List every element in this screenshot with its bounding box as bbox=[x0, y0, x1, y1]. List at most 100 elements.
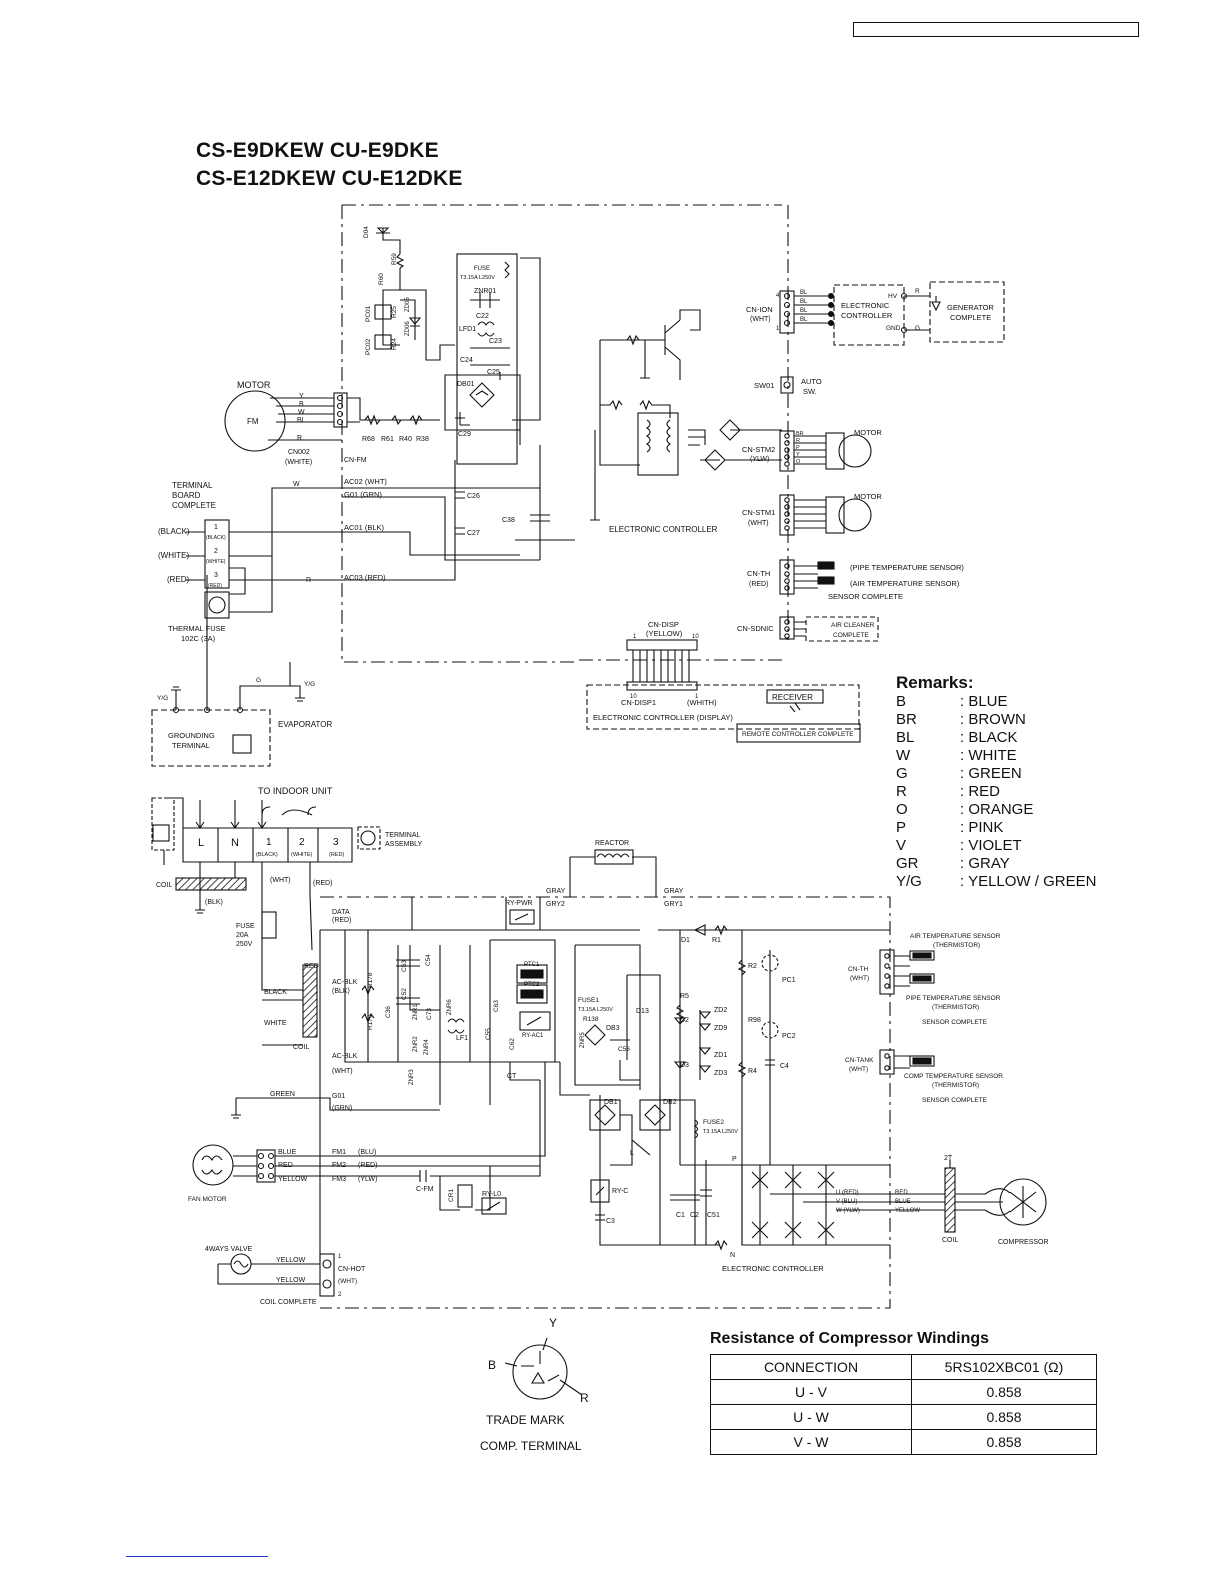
ion-wire-2: BL bbox=[800, 299, 808, 305]
r59-label: R59 bbox=[391, 253, 398, 265]
remarks: Remarks: B: BLUE BR: BROWN BL: BLACK W: … bbox=[896, 674, 1096, 891]
cn-tank-color: (WHT) bbox=[849, 1066, 868, 1073]
fuse2-label: FUSE2 bbox=[703, 1119, 724, 1126]
r24-label: R24 bbox=[391, 338, 398, 350]
table-cell: 0.858 bbox=[911, 1379, 1097, 1405]
cn-th-label: CN-TH bbox=[747, 569, 770, 578]
remarks-desc: : YELLOW / GREEN bbox=[960, 873, 1097, 890]
fuse1-label: FUSE1 bbox=[578, 997, 599, 1004]
comp-wire-yellow: YELLOW bbox=[895, 1208, 920, 1214]
d13-label: D13 bbox=[636, 1008, 649, 1015]
indoor-display-connector bbox=[586, 639, 861, 743]
remarks-code: R bbox=[896, 783, 907, 800]
pc2-label: PC2 bbox=[782, 1033, 796, 1040]
cn-fm-label: CN-FM bbox=[344, 457, 367, 464]
lf1-label: LF1 bbox=[456, 1035, 468, 1042]
air-cleaner-label-2: COMPLETE bbox=[833, 632, 869, 639]
cn-hot-label: CN-HOT bbox=[338, 1266, 366, 1273]
outdoor-inverter bbox=[742, 1160, 1047, 1246]
zd1-label: ZD1 bbox=[714, 1052, 727, 1059]
indoor-power-supply bbox=[374, 227, 782, 560]
p-label: P bbox=[732, 1156, 737, 1163]
c2-label: C2 bbox=[690, 1212, 699, 1219]
disp-pin-1: 1 bbox=[633, 634, 637, 640]
ct-label: CT bbox=[507, 1073, 517, 1080]
terminal-assembly-label-2: ASSEMBLY bbox=[385, 841, 423, 848]
remarks-row: V: VIOLET bbox=[896, 837, 1096, 855]
remarks-desc: : PINK bbox=[960, 819, 1004, 836]
fuse-20a-symbol bbox=[261, 911, 277, 939]
terminal-board-label-3: COMPLETE bbox=[172, 501, 216, 510]
fuse2-rating: T3.15A L250V bbox=[703, 1129, 738, 1135]
fm3-color: (YLW) bbox=[358, 1176, 377, 1183]
tb-pin-3: 3 bbox=[214, 572, 218, 579]
c27-label: C27 bbox=[467, 530, 480, 537]
ac-blk-2-label: AC-BLK bbox=[332, 1053, 358, 1060]
black-wire-label: BLACK bbox=[264, 989, 287, 996]
fan-wire-red: RED bbox=[278, 1162, 293, 1169]
remarks-desc: : BLACK bbox=[960, 729, 1018, 746]
table-cell: 0.858 bbox=[911, 1404, 1097, 1430]
valve-wire-yellow-2: YELLOW bbox=[276, 1277, 306, 1284]
reactor-label: REACTOR bbox=[595, 840, 629, 847]
remarks-desc: : BROWN bbox=[960, 711, 1026, 728]
ptc2-label: PTC2 bbox=[524, 982, 540, 988]
cn-disp-color: (YELLOW) bbox=[646, 629, 683, 638]
c51-label: C51 bbox=[707, 1212, 720, 1219]
gray-label-2: GRAY bbox=[664, 888, 684, 895]
znr5-label: ZNR5 bbox=[580, 1032, 586, 1048]
c73-label: C73 bbox=[426, 1008, 433, 1020]
thermal-fuse-label-1: THERMAL FUSE bbox=[168, 624, 226, 633]
remarks-desc: : ORANGE bbox=[960, 801, 1034, 818]
c4-label: C4 bbox=[780, 1063, 789, 1070]
cn-th-out-color: (WHT) bbox=[850, 975, 869, 982]
fm1-color: (BLU) bbox=[358, 1149, 376, 1156]
indoor-right-connectors bbox=[779, 281, 1005, 642]
outdoor-four-way-valve bbox=[217, 1253, 335, 1297]
four-way-valve-label: 4WAYS VALVE bbox=[205, 1246, 253, 1253]
bottom-link-line[interactable] bbox=[126, 1556, 268, 1557]
outdoor-terminal-assembly bbox=[151, 797, 381, 991]
ac01-label: AC01 (BLK) bbox=[344, 523, 385, 532]
indoor-frame bbox=[341, 204, 789, 663]
znr6-label: ZNR6 bbox=[447, 999, 453, 1015]
remarks-code: BL bbox=[896, 729, 915, 746]
ry-ac1-label: RY-AC1 bbox=[522, 1033, 544, 1039]
indoor-terminal-board bbox=[186, 487, 342, 619]
generator-label-1: GENERATOR bbox=[947, 303, 994, 312]
tb-pin-1: 1 bbox=[214, 524, 218, 531]
term-1: 1 bbox=[266, 837, 272, 848]
outdoor-sensors bbox=[879, 949, 935, 1075]
gry2-label: GRY2 bbox=[546, 901, 565, 908]
c26-label: C26 bbox=[467, 493, 480, 500]
ion-wire-4: BL bbox=[800, 317, 808, 323]
remarks-desc: : GREEN bbox=[960, 765, 1022, 782]
d3-label: D3 bbox=[680, 1062, 689, 1069]
znr01-label: ZNR01 bbox=[474, 288, 496, 295]
remarks-desc: : BLUE bbox=[960, 693, 1008, 710]
stm2-motor-label: MOTOR bbox=[854, 428, 882, 437]
c53-label: C53 bbox=[401, 960, 408, 972]
r40-label: R40 bbox=[399, 436, 412, 443]
motor-wire-y: Y bbox=[299, 393, 304, 400]
model-title-1: CS-E9DKEW CU-E9DKE bbox=[196, 139, 439, 162]
table-cell: 0.858 bbox=[911, 1429, 1097, 1455]
tb-in-red: (RED) bbox=[208, 583, 222, 589]
u-red-label: U (RED) bbox=[836, 1190, 859, 1196]
g01-out-color: (GRN) bbox=[332, 1105, 352, 1112]
znr4-label: ZNR4 bbox=[424, 1039, 430, 1055]
term-2: 2 bbox=[299, 837, 305, 848]
r98-label: R98 bbox=[748, 1017, 761, 1024]
ac02-label: AC02 (WHT) bbox=[344, 477, 387, 486]
c62-label: C62 bbox=[509, 1038, 516, 1050]
ion-gnd: GND bbox=[886, 325, 901, 332]
gry1-label: GRY1 bbox=[664, 901, 683, 908]
c22-label: C22 bbox=[476, 313, 489, 320]
table-header-row: CONNECTION 5RS102XBC01 (Ω) bbox=[710, 1354, 1097, 1380]
outdoor-ground bbox=[231, 1097, 440, 1119]
remarks-row: P: PINK bbox=[896, 819, 1096, 837]
c25-label: C25 bbox=[487, 369, 500, 376]
t2-label: 2T bbox=[944, 1155, 953, 1162]
tb-red: (RED) bbox=[167, 575, 190, 584]
model-title-2: CS-E12DKEW CU-E12DKE bbox=[196, 167, 463, 190]
